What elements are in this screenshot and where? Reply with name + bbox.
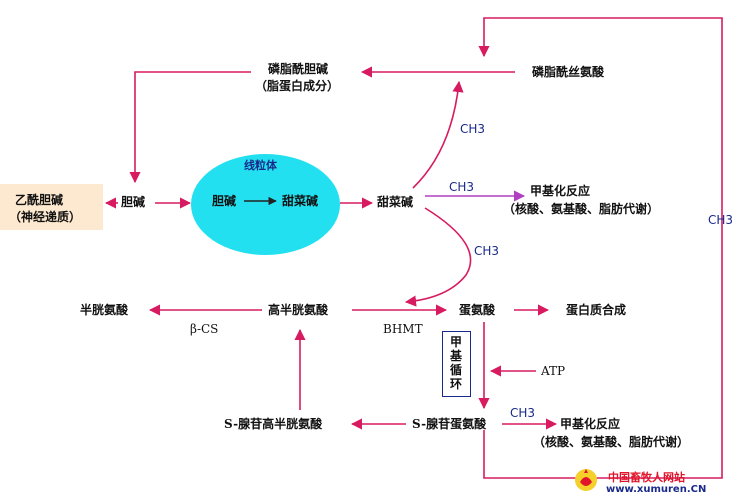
label-bhmt: BHMT [383, 322, 423, 336]
node-sam: S-腺苷蛋氨酸 [412, 417, 487, 431]
watermark-logo [575, 469, 597, 491]
label-atp: ATP [541, 364, 566, 378]
node-methylation-2: 甲基化反应 [560, 417, 621, 431]
betaine-ch3-up-curve [412, 80, 464, 189]
node-acetylcholine-note: （神经递质） [9, 210, 82, 224]
node-methylation-1-note: （核酸、氨基酸、脂肪代谢） [503, 202, 660, 216]
label-ch3-bottom: CH3 [510, 406, 536, 420]
node-choline: 胆碱 [121, 195, 146, 209]
label-ch3-right: CH3 [708, 213, 734, 227]
choline-to-pc-bracket [129, 71, 251, 184]
node-methyl-cycle: 甲基循环 [449, 335, 462, 391]
watermark-title: 中国畜牧人网站 [608, 471, 685, 484]
watermark-url: www.xumuren.CN [606, 484, 707, 495]
node-protein-synthesis: 蛋白质合成 [566, 303, 627, 317]
node-phosphatidylcholine: 磷脂酰胆碱 [268, 62, 329, 76]
acetylcholine-box [0, 184, 103, 230]
label-ch3-top: CH3 [460, 122, 486, 136]
node-acetylcholine: 乙酰胆碱 [15, 193, 64, 207]
label-beta-cs: β-CS [190, 322, 219, 336]
outer-loop-line [478, 17, 723, 479]
node-homocysteine: 高半胱氨酸 [268, 303, 329, 317]
node-phosphatidylcholine-note: （脂蛋白成分） [255, 79, 340, 93]
label-ch3-mid: CH3 [449, 180, 475, 194]
node-betaine: 甜菜碱 [377, 195, 414, 209]
mitochondria-ellipse [191, 154, 340, 255]
node-methylation-2-note: （核酸、氨基酸、脂肪代谢） [533, 435, 690, 449]
methyl-cycle-box [442, 331, 471, 397]
node-mitochondria: 线粒体 [244, 159, 277, 172]
node-choline-inner: 胆碱 [212, 194, 237, 208]
node-betaine-inner: 甜菜碱 [282, 194, 319, 208]
betaine-to-methionine-curve [404, 207, 472, 307]
node-phosphatidylserine: 磷脂酰丝氨酸 [532, 65, 605, 79]
node-sah: S-腺苷高半胱氨酸 [224, 417, 323, 431]
label-ch3-curve: CH3 [474, 244, 500, 258]
node-cystine: 半胱氨酸 [80, 303, 129, 317]
node-methionine: 蛋氨酸 [459, 303, 496, 317]
node-methylation-1: 甲基化反应 [530, 184, 591, 198]
